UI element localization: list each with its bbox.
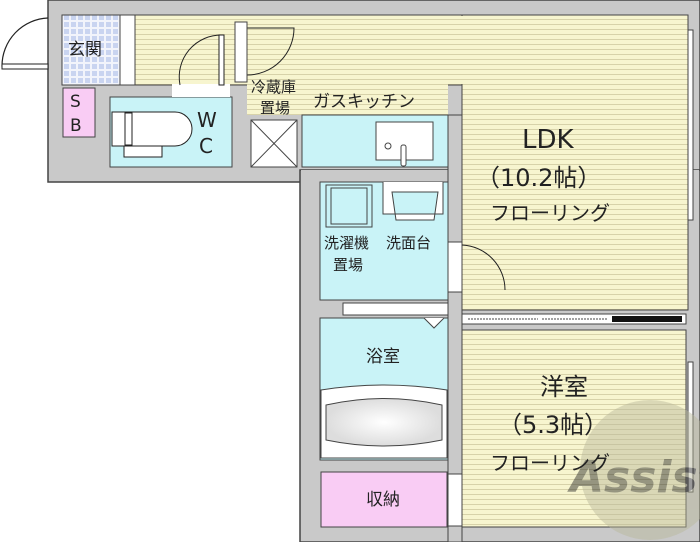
washer-label-1: 洗濯機	[324, 234, 369, 252]
fridge-label-1: 冷蔵庫	[251, 78, 296, 96]
entrance-label: 玄関	[68, 40, 102, 60]
toilet-label-w: W	[197, 108, 217, 132]
western-room-name: 洋室	[540, 373, 588, 401]
assist-watermark: Assist	[567, 400, 700, 540]
shoe-box	[62, 87, 96, 138]
shoe-box-label-s: S	[70, 92, 81, 112]
entrance-area	[61, 14, 121, 86]
ldk-floor-type: フローリング	[490, 201, 610, 225]
kitchen-label: ガスキッチン	[313, 92, 415, 112]
western-room-size: （5.3帖）	[498, 411, 608, 439]
washer-label-2: 置場	[333, 256, 363, 274]
ldk-size: （10.2帖）	[476, 164, 601, 192]
fridge-label-2: 置場	[260, 99, 290, 117]
sliding-doors	[461, 313, 687, 325]
toilet-door-icon	[178, 34, 223, 86]
storage-label: 収納	[366, 490, 400, 510]
shoe-box-label-b: B	[70, 116, 82, 136]
svg-text:Assist: Assist	[567, 452, 700, 503]
toilet-label-c: C	[199, 134, 213, 158]
ldk-door-icon	[246, 27, 295, 76]
western-room-floor	[461, 329, 687, 528]
storage	[320, 471, 448, 528]
washer-icon	[325, 184, 373, 228]
washbasin-label: 洗面台	[386, 234, 431, 252]
fridge-space	[250, 119, 298, 168]
washroom-door-icon	[461, 244, 506, 291]
ldk-name: LDK	[522, 125, 575, 155]
window	[687, 29, 694, 221]
western-room-floor-type: フローリング	[490, 451, 610, 475]
bathroom-label: 浴室	[366, 347, 400, 367]
entrance-door-icon	[1, 17, 49, 67]
window	[687, 361, 694, 493]
washbasin-icon	[382, 182, 444, 221]
